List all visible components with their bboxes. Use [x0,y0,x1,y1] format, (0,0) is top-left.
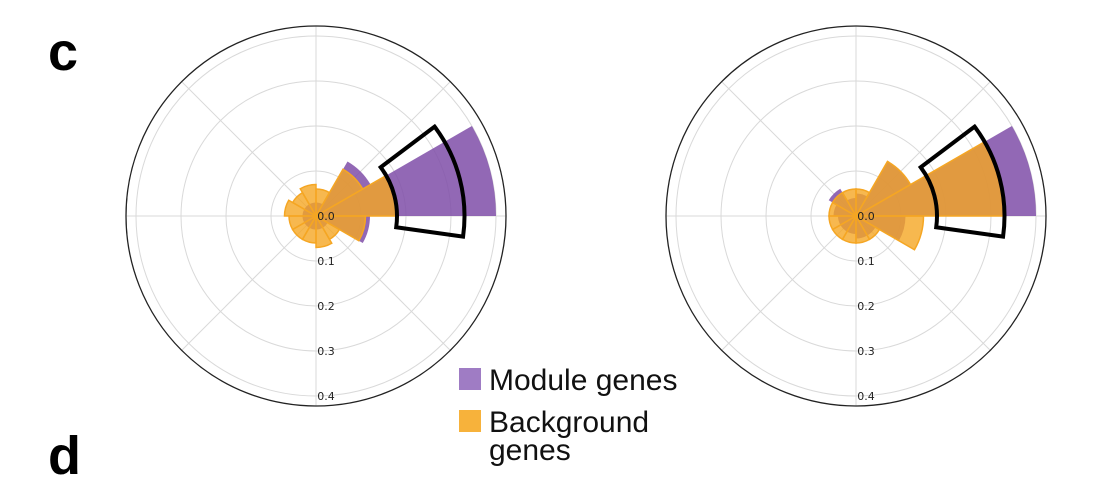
polar-chart-right: 0.0 0.1 0.2 0.3 0.4 [665,25,1047,407]
radial-tick-label: 0.0 [317,210,335,223]
outer-circle [125,25,507,407]
outer-circle [665,25,1047,407]
grid-spoke [721,81,857,217]
radial-tick-label: 0.2 [317,300,335,313]
legend-swatch-background [459,410,481,432]
grid-spoke [855,215,991,351]
radial-tick-label: 0.0 [857,210,875,223]
legend-label-module: Module genes [489,364,677,397]
radial-tick-label: 0.4 [857,390,875,403]
highlight-outline [917,123,1007,239]
grid-spoke [181,81,317,217]
radial-tick-label: 0.1 [857,255,875,268]
legend: Module genes Background genes [459,364,677,467]
radial-tick-label: 0.2 [857,300,875,313]
radial-tick-label: 0.1 [317,255,335,268]
radial-tick-label: 0.3 [857,345,875,358]
highlight-outline [377,123,467,239]
legend-label-background-line2: genes [489,434,571,467]
panel-label-c: c [48,22,78,82]
panel-label-d: d [48,426,81,486]
radial-tick-label: 0.3 [317,345,335,358]
grid-spoke [181,215,317,351]
background-bar [313,215,367,242]
background-bar [853,160,912,219]
legend-label-background-line1: Background [489,406,649,439]
legend-swatch-module [459,368,481,390]
background-bar [853,215,925,251]
radial-tick-label: 0.4 [317,390,335,403]
grid-spoke [315,215,451,351]
polar-chart-left: 0.0 0.1 0.2 0.3 0.4 [125,25,507,407]
grid-spoke [721,215,857,351]
